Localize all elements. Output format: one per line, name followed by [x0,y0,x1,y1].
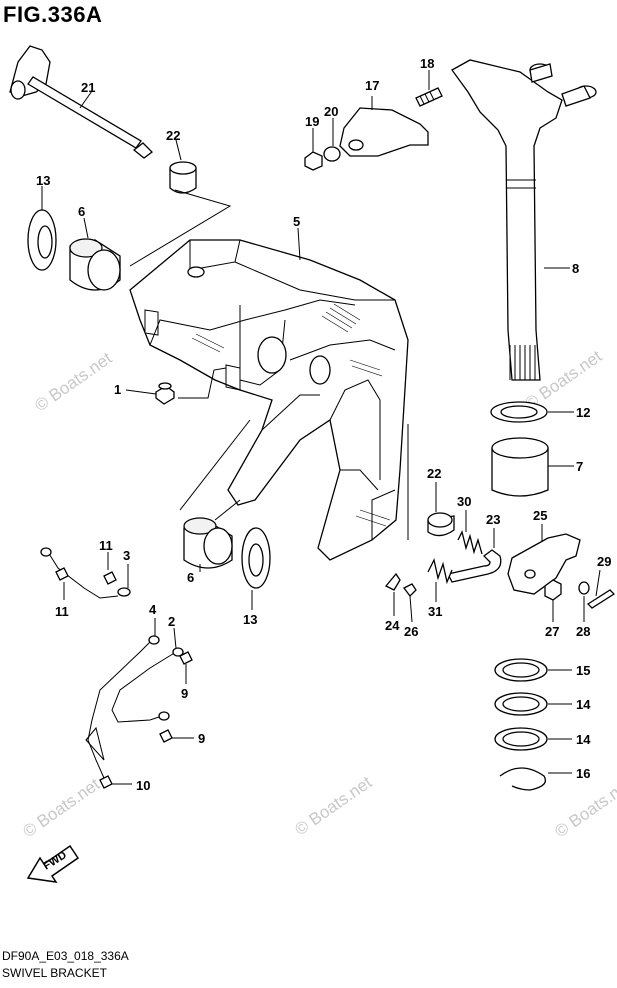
callout-6: 6 [187,570,194,585]
leader-lines [41,70,601,785]
watermark-text: © Boats.net [291,772,375,839]
figure-code: DF90A_E03_018_336A [2,949,129,963]
callout-4: 4 [149,602,157,617]
callout-20: 20 [324,104,338,119]
callout-11: 11 [99,538,113,553]
watermark-text: © Boats.net [551,774,617,841]
callout-21: 21 [81,80,95,95]
callout-27: 27 [545,624,559,639]
figure-name: SWIVEL BRACKET [2,966,107,980]
upper-bushing-part [491,437,549,497]
callout-26: 26 [404,624,418,639]
clip-part [384,572,401,591]
watermark-text: © Boats.net [31,348,115,415]
callout-22: 22 [427,466,441,481]
callout-15: 15 [576,663,590,678]
callout-17: 17 [365,78,379,93]
callout-29: 29 [597,554,611,569]
callout-30: 30 [457,494,471,509]
callout-31: 31 [428,604,442,619]
mount-plate-part [339,107,429,157]
callout-24: 24 [385,618,400,633]
callout-28: 28 [576,624,590,639]
lower-bushing-part [183,517,233,569]
bushing-part [169,161,197,194]
callout-12: 12 [576,405,590,420]
callout-7: 7 [576,459,583,474]
callout-18: 18 [420,56,434,71]
lever-washer-part [578,581,590,595]
callout-3: 3 [123,548,130,563]
callout-11: 11 [55,604,69,619]
tilt-rod-part [9,45,153,159]
callout-9: 9 [181,686,188,701]
callout-10: 10 [136,778,150,793]
ground-wire-part [40,547,131,599]
swivel-bracket-part [129,239,409,561]
small-washer-part [323,146,341,162]
forward-arrow-icon: FWD [26,844,80,883]
lever-nut-part [544,579,562,601]
ground-wire-part-2 [85,635,193,789]
bolt-part [415,87,443,107]
screw-part [403,583,417,597]
figure-title: FIG.336A [3,2,103,27]
large-bushing-part [69,238,121,291]
callout-13: 13 [36,173,50,188]
lock-rod-part [447,549,502,583]
callout-6: 6 [78,204,85,219]
shim-washer-stack [494,658,548,791]
callout-13: 13 [243,612,257,627]
cotter-pin-part [586,589,616,609]
callout-14: 14 [576,697,591,712]
watermark-text: © Boats.net [19,774,103,841]
callout-5: 5 [293,214,300,229]
lower-washer-part [241,527,271,589]
tilt-lock-lever-part [507,533,581,595]
callout-1: 1 [114,382,121,397]
spring-part [457,530,483,555]
callouts: 21 22 13 6 5 17 18 20 19 8 1 12 7 22 30 … [36,56,611,793]
callout-22: 22 [166,128,180,143]
callout-19: 19 [305,114,319,129]
small-spring-part [427,558,453,585]
seal-ring-part [490,401,548,423]
callout-2: 2 [168,614,175,629]
callout-9: 9 [198,731,205,746]
washer-part [27,209,57,271]
callout-14: 14 [576,732,591,747]
nut-part [304,151,323,171]
grease-nipple-part [155,382,175,405]
callout-16: 16 [576,766,590,781]
bushing-part-2 [427,512,455,537]
steering-shaft-part [451,59,597,381]
callout-8: 8 [572,261,579,276]
callout-23: 23 [486,512,500,527]
callout-25: 25 [533,508,547,523]
